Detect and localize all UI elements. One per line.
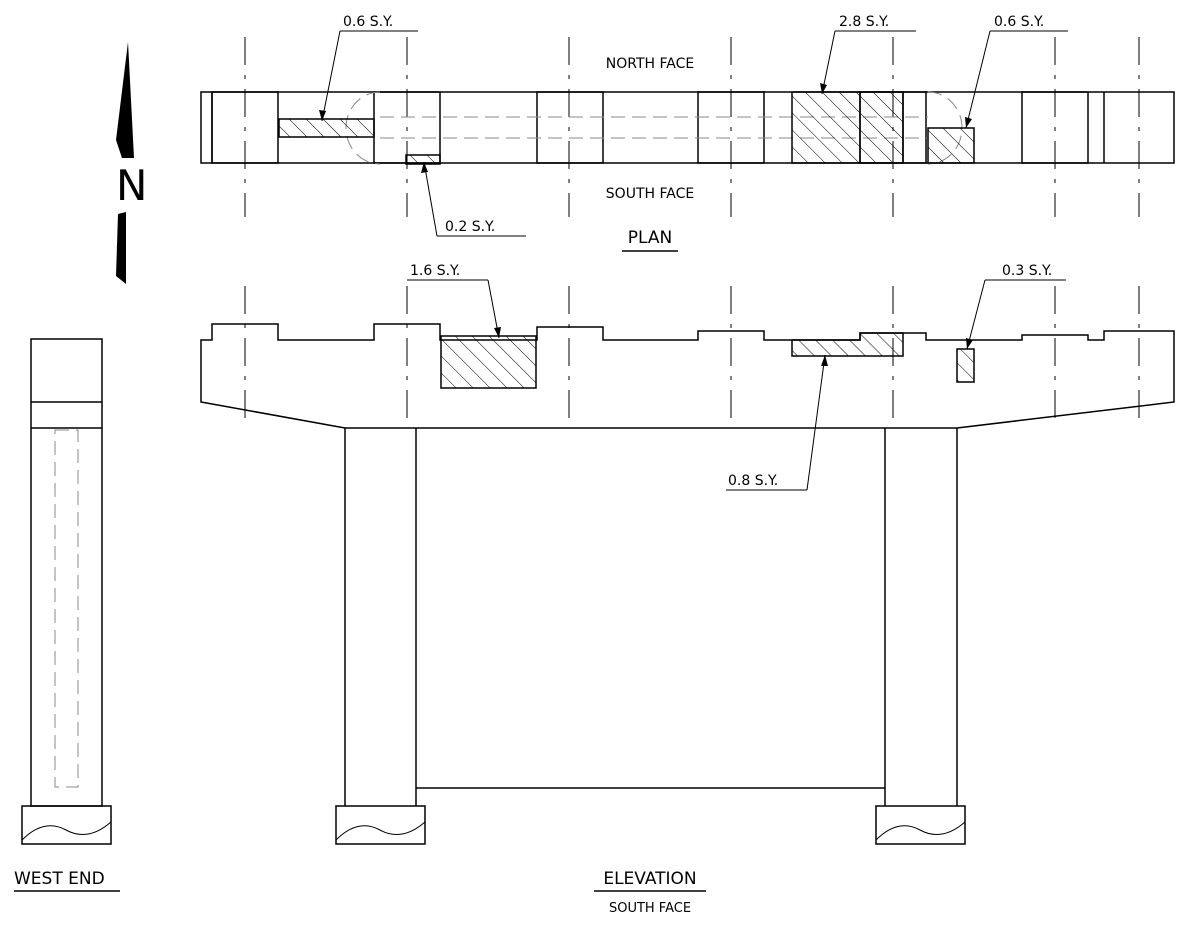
elevation-callout: 1.6 S.Y.: [407, 263, 501, 339]
north-letter: N: [116, 161, 147, 210]
svg-text:2.8 S.Y.: 2.8 S.Y.: [839, 14, 889, 30]
elevation-title: ELEVATION: [603, 869, 696, 889]
svg-text:0.2 S.Y.: 0.2 S.Y.: [445, 219, 495, 235]
north-arrow-icon: N: [116, 42, 147, 284]
elevation-repair-area: [440, 335, 537, 389]
plan-callout: 2.8 S.Y.: [820, 14, 916, 95]
plan-bearing-pad: [697, 91, 765, 164]
elevation-repair-area: [956, 348, 975, 383]
west-end-title: WEST END: [14, 869, 105, 889]
elevation-subtitle: SOUTH FACE: [609, 901, 691, 916]
west-end-view: WEST END: [14, 338, 120, 892]
svg-text:0.8 S.Y.: 0.8 S.Y.: [728, 473, 778, 489]
plan-bearing-pad: [536, 91, 604, 164]
svg-text:1.6 S.Y.: 1.6 S.Y.: [410, 263, 460, 279]
svg-text:0.6 S.Y.: 0.6 S.Y.: [994, 14, 1044, 30]
plan-repair-area: [278, 118, 375, 138]
plan-repair-area: [927, 127, 975, 164]
plan-title: PLAN: [628, 228, 672, 248]
plan-callout: 0.2 S.Y.: [421, 161, 526, 237]
elevation-callout: 0.8 S.Y.: [726, 354, 828, 491]
plan-repair-area: [405, 154, 441, 165]
elevation-column: [335, 428, 426, 845]
plan-bearing-pad: [1021, 91, 1089, 164]
west-end-hidden-column: [54, 429, 79, 788]
plan-bearing-pad: [211, 91, 279, 164]
plan-cap-outline: [200, 91, 1175, 164]
plan-callout: 0.6 S.Y.: [319, 14, 418, 122]
svg-text:0.3 S.Y.: 0.3 S.Y.: [1002, 263, 1052, 279]
plan-north-face-label: NORTH FACE: [606, 56, 694, 72]
svg-text:0.6 S.Y.: 0.6 S.Y.: [343, 14, 393, 30]
elevation-callout: 0.3 S.Y.: [966, 263, 1066, 350]
elevation-cap-outline: [200, 323, 1175, 429]
plan-view: NORTH FACE SOUTH FACE 0.6 S.Y. 0.2 S.Y. …: [200, 14, 1175, 252]
west-end-outline: [30, 338, 103, 807]
elevation-view: 1.6 S.Y. 0.8 S.Y. 0.3 S.Y. ELEVATION SOU…: [200, 263, 1175, 916]
elevation-repair-area: [791, 332, 904, 357]
plan-south-face-label: SOUTH FACE: [606, 186, 694, 202]
plan-repair-area: [791, 91, 904, 164]
plan-callout: 0.6 S.Y.: [965, 14, 1068, 129]
elevation-column: [875, 428, 966, 845]
